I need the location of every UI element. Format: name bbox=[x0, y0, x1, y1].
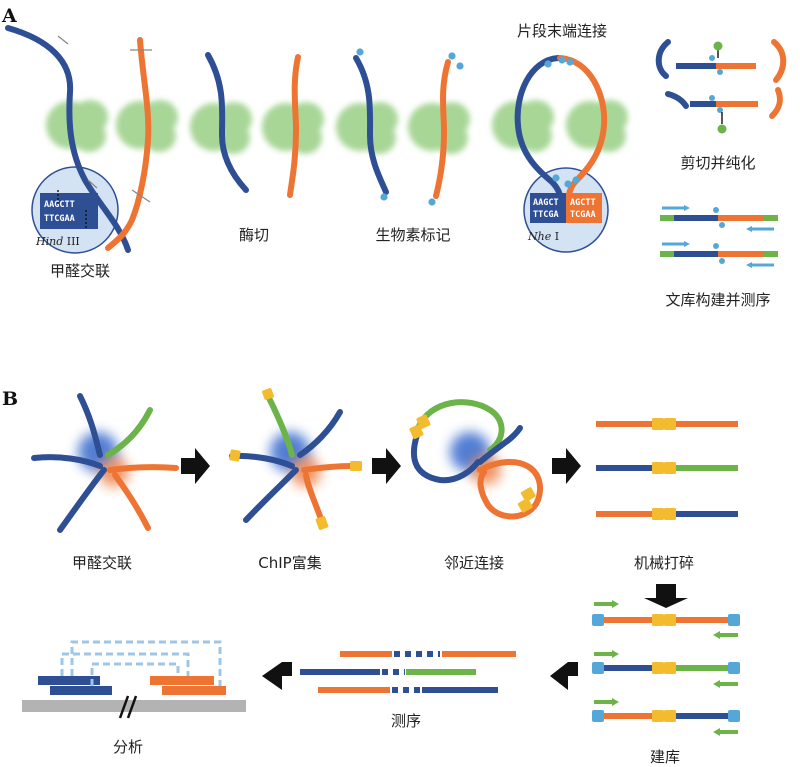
orange-dna-strand bbox=[112, 472, 151, 531]
blue-dna-strand bbox=[477, 425, 523, 465]
b-crosslink-step: 甲醛交联 bbox=[31, 393, 179, 572]
process-arrow-icon bbox=[262, 662, 292, 690]
sequence-tag-icon bbox=[409, 414, 536, 513]
nhe-seq-bottom-left: TTCGA bbox=[533, 210, 559, 220]
b-sequencing-step: 测序 bbox=[300, 651, 516, 730]
blue-dna-strand bbox=[243, 467, 299, 523]
b-chip-step: ChIP富集 bbox=[229, 388, 362, 572]
orange-dna-end bbox=[769, 87, 783, 119]
a-shear-step: 剪切并纯化 bbox=[655, 39, 787, 172]
a-ligation-label: 片段末端连接 bbox=[517, 22, 607, 40]
b-library-label: 建库 bbox=[650, 748, 680, 766]
panel-a-label: A bbox=[1, 5, 17, 27]
sequence-tag-icon bbox=[229, 388, 362, 530]
b-crosslink-label: 甲醛交联 bbox=[72, 554, 132, 572]
a-digest-label: 酶切 bbox=[239, 226, 269, 244]
process-arrow-icon bbox=[550, 662, 578, 690]
b-library-step: 建库 bbox=[592, 600, 740, 766]
hind-seq-top: AAGCTT bbox=[44, 200, 75, 210]
a-library-label: 文库构建并测序 bbox=[665, 291, 770, 309]
primer-arrow-icon bbox=[662, 205, 774, 268]
hind-enzyme-label: Hind III bbox=[35, 235, 80, 248]
blue-dna-strand bbox=[205, 52, 249, 193]
orange-dna-strand bbox=[107, 464, 179, 473]
a-library-step: 文库构建并测序 bbox=[660, 205, 778, 309]
green-dna-strand bbox=[265, 393, 295, 458]
nhe-seq-top-left: AAGCT bbox=[533, 198, 559, 208]
b-sequencing-label: 测序 bbox=[391, 712, 421, 730]
a-biotin-label: 生物素标记 bbox=[375, 226, 450, 244]
blue-dna-strand bbox=[77, 393, 103, 458]
b-proximity-step: 邻近连接 bbox=[409, 399, 543, 572]
process-arrow-icon bbox=[372, 448, 401, 484]
blue-dna-end bbox=[655, 39, 671, 79]
blue-dna-end bbox=[665, 91, 689, 109]
a-crosslink-step: AAGCTT TTCGAA Hind III 甲醛交联 bbox=[5, 25, 178, 280]
a-crosslink-label: 甲醛交联 bbox=[50, 262, 110, 280]
a-shear-label: 剪切并纯化 bbox=[680, 154, 755, 172]
b-shear-step: 机械打碎 bbox=[596, 418, 738, 572]
b-shear-label: 机械打碎 bbox=[634, 554, 694, 572]
nhe-left-box bbox=[530, 193, 566, 223]
orange-dna-strand bbox=[433, 59, 451, 199]
process-arrow-icon bbox=[552, 448, 581, 484]
a-biotin-step: 生物素标记 bbox=[336, 48, 470, 244]
green-dna-strand bbox=[105, 407, 153, 458]
orange-dna-strand bbox=[301, 463, 355, 473]
library-fragment bbox=[592, 614, 740, 626]
blue-dna-strand bbox=[31, 454, 103, 469]
protein-blob bbox=[190, 102, 324, 154]
library-fragment bbox=[592, 662, 740, 674]
interaction-link bbox=[60, 640, 222, 686]
sequence-tag-icon bbox=[652, 418, 676, 520]
b-analysis-label: 分析 bbox=[113, 738, 143, 756]
cut-arrow-icon bbox=[57, 35, 152, 203]
orange-dna-strand bbox=[287, 54, 301, 198]
process-arrow-icon bbox=[181, 448, 210, 484]
a-digest-step: 酶切 bbox=[190, 52, 324, 244]
protein-blob bbox=[336, 102, 470, 154]
b-proximity-label: 邻近连接 bbox=[444, 554, 504, 572]
a-ligation-step: 片段末端连接 AAGCT TTCGA AGCTT TCGAA Nhe I bbox=[492, 22, 628, 253]
genome-axis bbox=[22, 700, 246, 712]
biotin-marker-icon bbox=[544, 56, 580, 188]
biotin-marker-icon bbox=[713, 207, 725, 264]
blue-dna-strand bbox=[5, 25, 131, 253]
axis-break-icon bbox=[118, 695, 138, 719]
hind-seq-bottom: TTCGAA bbox=[44, 214, 75, 224]
primer-arrow-icon bbox=[594, 600, 738, 736]
protein-blob bbox=[492, 100, 628, 152]
nhe-right-box bbox=[566, 193, 602, 223]
blue-dna-strand bbox=[57, 467, 107, 533]
panel-b-label: B bbox=[2, 388, 18, 410]
b-chip-label: ChIP富集 bbox=[258, 554, 321, 572]
streptavidin-bead-icon bbox=[713, 41, 727, 134]
nhe-seq-top-right: AGCTT bbox=[570, 198, 596, 208]
process-arrow-down-icon bbox=[644, 584, 688, 608]
aligned-read bbox=[38, 676, 226, 695]
protein-blob bbox=[46, 100, 178, 152]
b-analysis-step: 分析 bbox=[22, 640, 246, 756]
hind-site-box bbox=[40, 193, 98, 229]
nhe-enzyme-label: Nhe I bbox=[527, 230, 559, 243]
nhe-seq-bottom-right: TCGAA bbox=[570, 210, 596, 220]
library-fragment bbox=[592, 710, 740, 722]
biotin-marker-icon bbox=[709, 55, 723, 113]
blue-dna-strand bbox=[353, 55, 389, 195]
orange-dna-strand bbox=[477, 458, 543, 520]
orange-dna-strand bbox=[105, 37, 152, 251]
biotin-marker-icon bbox=[356, 48, 464, 206]
blue-dna-strand bbox=[410, 429, 481, 484]
orange-dna-end bbox=[771, 39, 787, 83]
blue-dna-strand bbox=[297, 409, 343, 458]
green-dna-strand bbox=[415, 399, 505, 453]
